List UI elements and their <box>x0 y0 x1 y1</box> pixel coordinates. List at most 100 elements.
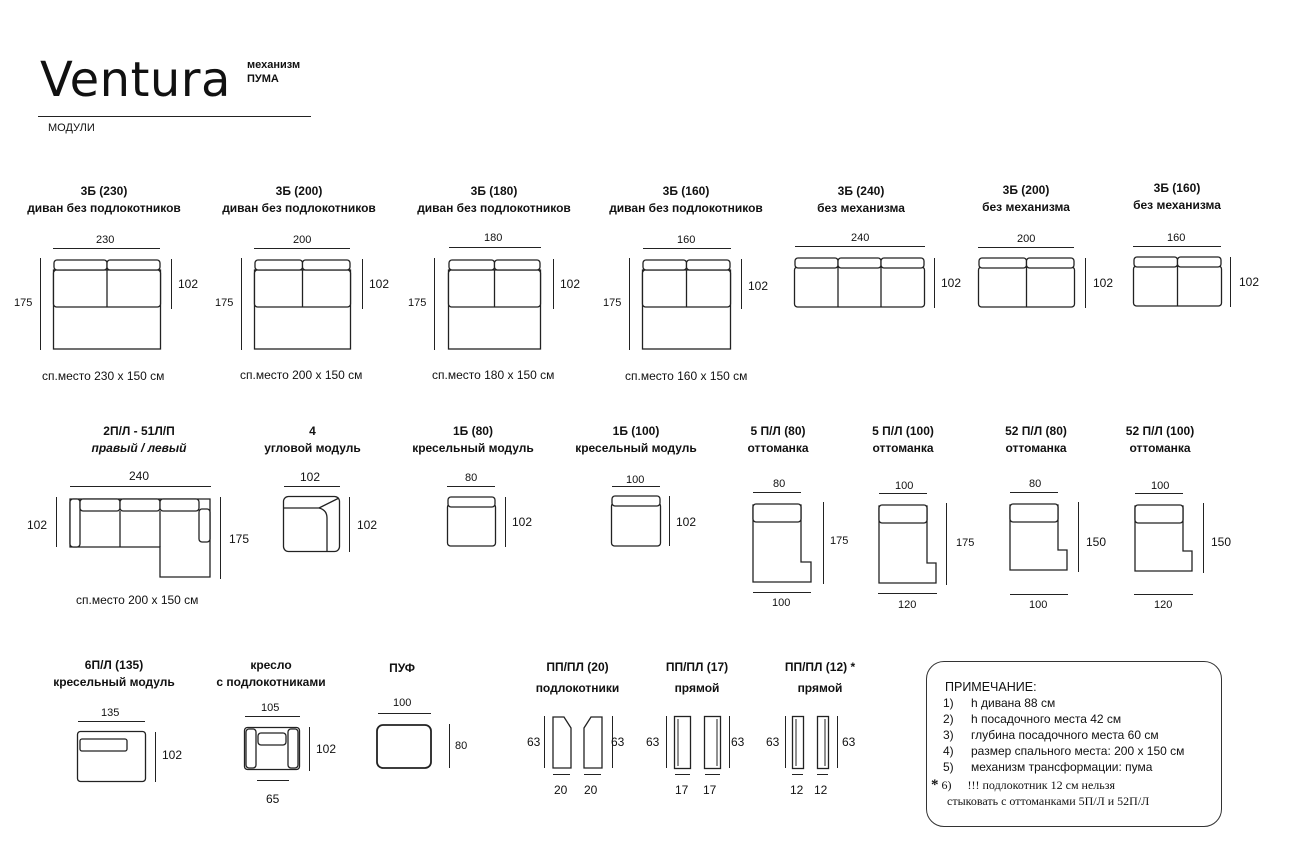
width-dimension-line <box>879 493 927 494</box>
module-code: 3Б (160) <box>1153 181 1201 195</box>
armchair-module-diagram <box>610 495 662 547</box>
note-item: 2)h посадочного места 42 см <box>943 712 1122 726</box>
height-dimension-line <box>669 496 670 546</box>
module-desc: диван без подлокотников <box>417 201 571 215</box>
sleeping-area-caption: сп.место 160 х 150 см <box>625 369 748 383</box>
width-dimension-line <box>449 247 541 248</box>
module-code: 3Б (200) <box>275 184 323 198</box>
sofa-diagram <box>253 259 352 350</box>
height-label: 102 <box>316 742 337 756</box>
depth-dimension-line <box>946 503 947 585</box>
width-label: 200 <box>1017 233 1036 245</box>
width-label: 100 <box>1151 480 1170 492</box>
module-desc: прямой <box>674 681 720 695</box>
note-item-warning-cont: стыковать с оттоманками 5П/Л и 52П/Л <box>947 794 1150 808</box>
module-desc: кресельный модуль <box>53 675 175 689</box>
sofa-diagram <box>52 259 162 350</box>
module-desc: оттоманка <box>1129 441 1191 455</box>
width-dimension-line <box>1135 493 1183 494</box>
module-code: ПП/ПЛ (17) <box>665 660 729 674</box>
ottoman-diagram <box>1134 504 1193 572</box>
width-dimension-line <box>1133 246 1221 247</box>
module-desc: диван без подлокотников <box>609 201 763 215</box>
width-label: 80 <box>1029 478 1042 490</box>
armchair-module-diagram <box>76 730 147 783</box>
width-dimension-line <box>254 248 350 249</box>
module-desc: без механизма <box>982 200 1070 214</box>
module-title: 52 П/Л (80) оттоманка <box>991 423 1081 457</box>
height-dimension-line <box>666 716 667 768</box>
height-label: 102 <box>1239 275 1260 289</box>
module-code: 3Б (200) <box>1002 183 1050 197</box>
module-code: ПУФ <box>389 661 415 675</box>
sofa-diagram <box>447 259 542 350</box>
height-dimension-line <box>612 716 613 768</box>
depth-label: 175 <box>229 532 250 546</box>
module-desc: оттоманка <box>1005 441 1067 455</box>
note-item-warning: * 6)!!! подлокотник 12 см нельзя <box>931 777 1116 793</box>
base-width-label: 120 <box>1154 599 1173 611</box>
module-title: ПП/ПЛ (17) прямой <box>652 659 742 697</box>
module-title: 52 П/Л (100) оттоманка <box>1115 423 1205 457</box>
module-title: 1Б (100) кресельный модуль <box>566 423 706 457</box>
width-dimension-line <box>792 774 803 775</box>
width-label: 160 <box>1167 232 1186 244</box>
right-armrest-diagram <box>583 716 603 769</box>
note-title: ПРИМЕЧАНИЕ: <box>945 680 1037 694</box>
depth-label: 175 <box>956 537 975 549</box>
module-title: ПП/ПЛ (12) * прямой <box>770 659 870 697</box>
width-dimension-line <box>447 486 495 487</box>
module-code: 3Б (230) <box>80 184 128 198</box>
module-code: 3Б (160) <box>662 184 710 198</box>
narrow-armrest-diagram <box>791 715 805 770</box>
module-code: ПП/ПЛ (12) * <box>784 660 856 674</box>
module-desc: правый / левый <box>91 441 187 455</box>
module-desc: прямой <box>797 681 843 695</box>
module-title: 3Б (230) диван без подлокотников <box>14 183 194 217</box>
module-desc: кресельный модуль <box>575 441 697 455</box>
height-dimension-line <box>349 497 350 552</box>
mechanism-label: механизм ПУМА <box>247 58 300 86</box>
height-label: 102 <box>512 515 533 529</box>
width-label: 20 <box>554 783 568 797</box>
width-label: 20 <box>584 783 598 797</box>
width-label: 160 <box>677 234 696 246</box>
straight-armrest-diagram <box>703 715 722 770</box>
module-title: 3Б (240) без механизма <box>771 183 951 217</box>
module-title: ПУФ <box>370 660 434 677</box>
height-label: 63 <box>527 735 541 749</box>
module-title: 5 П/Л (100) оттоманка <box>858 423 948 457</box>
width-dimension-line <box>753 492 801 493</box>
sofa-diagram <box>641 259 732 350</box>
module-code: 6П/Л (135) <box>84 658 144 672</box>
depth-dimension-line <box>220 497 221 579</box>
module-desc: с подлокотниками <box>216 675 326 689</box>
module-desc: оттоманка <box>747 441 809 455</box>
width-label: 12 <box>790 783 804 797</box>
header-rule <box>38 116 311 117</box>
depth-label: 175 <box>830 535 849 547</box>
width-label: 180 <box>484 232 503 244</box>
height-dimension-line <box>1085 258 1086 308</box>
height-label: 102 <box>560 277 581 291</box>
width-label: 240 <box>129 469 150 483</box>
width-label: 105 <box>261 702 280 714</box>
height-dimension-line <box>729 716 730 768</box>
module-title: 5 П/Л (80) оттоманка <box>733 423 823 457</box>
width-dimension-line <box>284 486 340 487</box>
width-label: 17 <box>675 783 689 797</box>
module-code: кресло <box>250 658 292 672</box>
width-dimension-line <box>53 248 160 249</box>
base-width-line <box>753 592 811 593</box>
depth-label: 175 <box>603 297 622 309</box>
height-label: 63 <box>611 735 625 749</box>
height-dimension-line <box>449 724 450 768</box>
height-dimension-line <box>171 259 172 309</box>
height-label: 63 <box>731 735 745 749</box>
width-label: 100 <box>626 474 645 486</box>
width-dimension-line <box>817 774 828 775</box>
module-title: 3Б (160) без механизма <box>1087 180 1267 214</box>
note-item: 4)размер спального места: 200 х 150 см <box>943 744 1185 758</box>
height-label: 80 <box>455 740 468 752</box>
height-dimension-line <box>837 716 838 768</box>
